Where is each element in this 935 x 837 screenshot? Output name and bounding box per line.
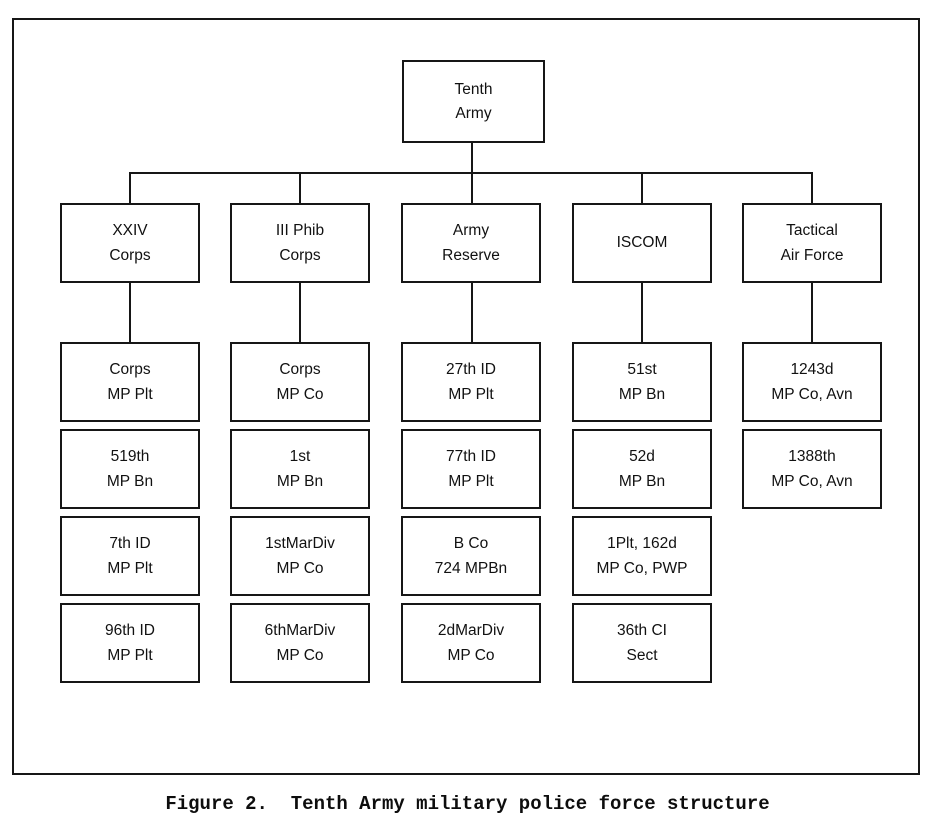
org-box-label: Air Force xyxy=(780,246,844,264)
org-box-label: ISCOM xyxy=(616,234,668,252)
connector-phib-children xyxy=(299,283,301,342)
org-box-519th-mp-bn: 519th MP Bn xyxy=(60,429,200,509)
org-box-label: MP Plt xyxy=(107,646,153,664)
org-box-label: Sect xyxy=(626,646,658,664)
org-box-label: 7th ID xyxy=(109,535,151,552)
org-box-b-co-724-mpbn: B Co 724 MPBn xyxy=(401,516,541,596)
org-box-label: MP Co, Avn xyxy=(771,472,853,490)
org-box-label: MP Co xyxy=(276,646,324,664)
org-box-label: Corps xyxy=(279,361,321,378)
org-box-label: MP Plt xyxy=(107,385,153,403)
org-box-96th-id-mp-plt: 96th ID MP Plt xyxy=(60,603,200,683)
org-box-label: 77th ID xyxy=(446,448,496,465)
connector-stub-xxiv-corps xyxy=(129,172,131,203)
org-box-label: Tactical xyxy=(786,222,838,239)
org-box-1plt-162d-mp-co-pwp: 1Plt, 162d MP Co, PWP xyxy=(572,516,712,596)
org-box-label: MP Co xyxy=(276,385,324,403)
connector-tactical-children xyxy=(811,283,813,342)
org-box-label: 52d xyxy=(629,448,655,465)
org-box-label: 51st xyxy=(627,361,657,378)
org-box-tactical-air-force: Tactical Air Force xyxy=(742,203,882,283)
connector-stub-tactical-air-force xyxy=(811,172,813,203)
org-box-label: Corps xyxy=(109,361,151,378)
org-box-label: MP Bn xyxy=(618,472,666,490)
org-box-label: 27th ID xyxy=(446,361,496,378)
org-box-army-reserve: Army Reserve xyxy=(401,203,541,283)
org-box-label: 1243d xyxy=(790,361,834,378)
org-box-tenth-army: Tenth Army xyxy=(402,60,545,143)
org-box-iscom: ISCOM xyxy=(572,203,712,283)
org-box-label: 724 MPBn xyxy=(434,559,508,577)
org-box-label: 1st xyxy=(289,448,311,465)
org-box-label: 1388th xyxy=(788,448,836,465)
org-box-51st-mp-bn: 51st MP Bn xyxy=(572,342,712,422)
figure-caption: Figure 2. Tenth Army military police for… xyxy=(165,793,770,815)
org-box-iii-phib-corps: III Phib Corps xyxy=(230,203,370,283)
connector-xxiv-children xyxy=(129,283,131,342)
org-box-2dmardiv-mp-co: 2dMarDiv MP Co xyxy=(401,603,541,683)
org-box-36th-ci-sect: 36th CI Sect xyxy=(572,603,712,683)
org-box-52d-mp-bn: 52d MP Bn xyxy=(572,429,712,509)
org-box-corps-mp-plt: Corps MP Plt xyxy=(60,342,200,422)
org-box-label: 2dMarDiv xyxy=(437,622,505,639)
org-box-label: MP Plt xyxy=(107,559,153,577)
org-box-label: Corps xyxy=(109,246,151,264)
org-box-label: Tenth xyxy=(454,80,493,98)
org-box-label: MP Co xyxy=(276,559,324,577)
org-box-corps-mp-co: Corps MP Co xyxy=(230,342,370,422)
org-box-xxiv-corps: XXIV Corps xyxy=(60,203,200,283)
org-box-77th-id-mp-plt: 77th ID MP Plt xyxy=(401,429,541,509)
org-box-label: Corps xyxy=(279,246,321,264)
org-box-label: B Co xyxy=(453,535,489,552)
org-box-label: MP Bn xyxy=(276,472,324,490)
org-box-label: 1stMarDiv xyxy=(265,535,335,552)
org-box-label: XXIV xyxy=(112,222,148,239)
org-box-label: MP Co xyxy=(447,646,495,664)
connector-reserve-children xyxy=(471,283,473,342)
org-box-1stmardiv-mp-co: 1stMarDiv MP Co xyxy=(230,516,370,596)
org-box-label: MP Co, Avn xyxy=(771,385,853,403)
org-box-1388th-mp-co-avn: 1388th MP Co, Avn xyxy=(742,429,882,509)
org-box-label: 6thMarDiv xyxy=(264,622,336,639)
org-box-label: 1Plt, 162d xyxy=(607,535,677,552)
org-box-label: Army xyxy=(455,105,492,122)
org-box-1243d-mp-co-avn: 1243d MP Co, Avn xyxy=(742,342,882,422)
org-box-label: 96th ID xyxy=(105,622,155,639)
org-box-label: Army xyxy=(452,222,490,239)
org-box-7th-id-mp-plt: 7th ID MP Plt xyxy=(60,516,200,596)
org-box-label: MP Plt xyxy=(448,472,494,490)
org-box-label: MP Bn xyxy=(618,385,666,403)
org-box-label: MP Plt xyxy=(448,385,494,403)
org-box-label: 519th xyxy=(110,448,150,465)
org-box-6thmardiv-mp-co: 6thMarDiv MP Co xyxy=(230,603,370,683)
connector-stub-iii-phib-corps xyxy=(299,172,301,203)
org-box-27th-id-mp-plt: 27th ID MP Plt xyxy=(401,342,541,422)
org-box-label: MP Co, PWP xyxy=(596,559,688,577)
connector-bus xyxy=(129,172,813,174)
org-box-label: 36th CI xyxy=(617,622,667,639)
connector-stub-iscom xyxy=(641,172,643,203)
org-box-1st-mp-bn: 1st MP Bn xyxy=(230,429,370,509)
connector-iscom-children xyxy=(641,283,643,342)
org-box-label: MP Bn xyxy=(106,472,154,490)
org-box-label: Reserve xyxy=(442,246,500,264)
org-box-label: III Phib xyxy=(275,222,325,239)
